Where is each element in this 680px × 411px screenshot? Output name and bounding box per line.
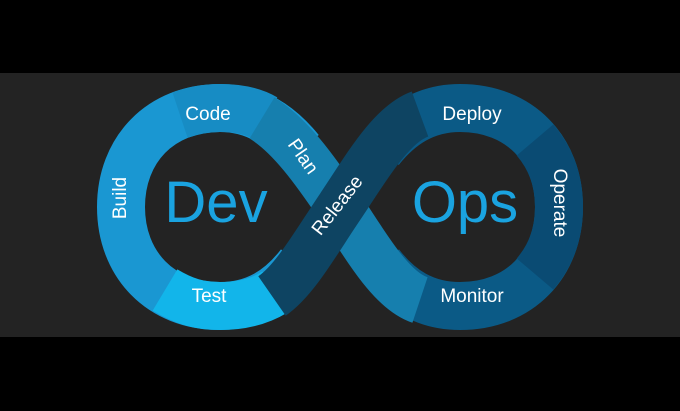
stage-build-label: Build [110, 177, 131, 219]
stage-deploy-label: Deploy [442, 104, 502, 125]
stage-code-label: Code [185, 104, 230, 125]
code-segment [172, 83, 278, 140]
stage-test-label: Test [192, 286, 228, 307]
stage-operate-label: Operate [549, 169, 570, 238]
test-segment [152, 269, 288, 331]
release-band [257, 91, 431, 316]
stage-monitor-label: Monitor [440, 286, 504, 307]
ops-title: Ops [412, 170, 518, 235]
operate-segment [516, 124, 584, 290]
dev-title: Dev [164, 170, 267, 235]
